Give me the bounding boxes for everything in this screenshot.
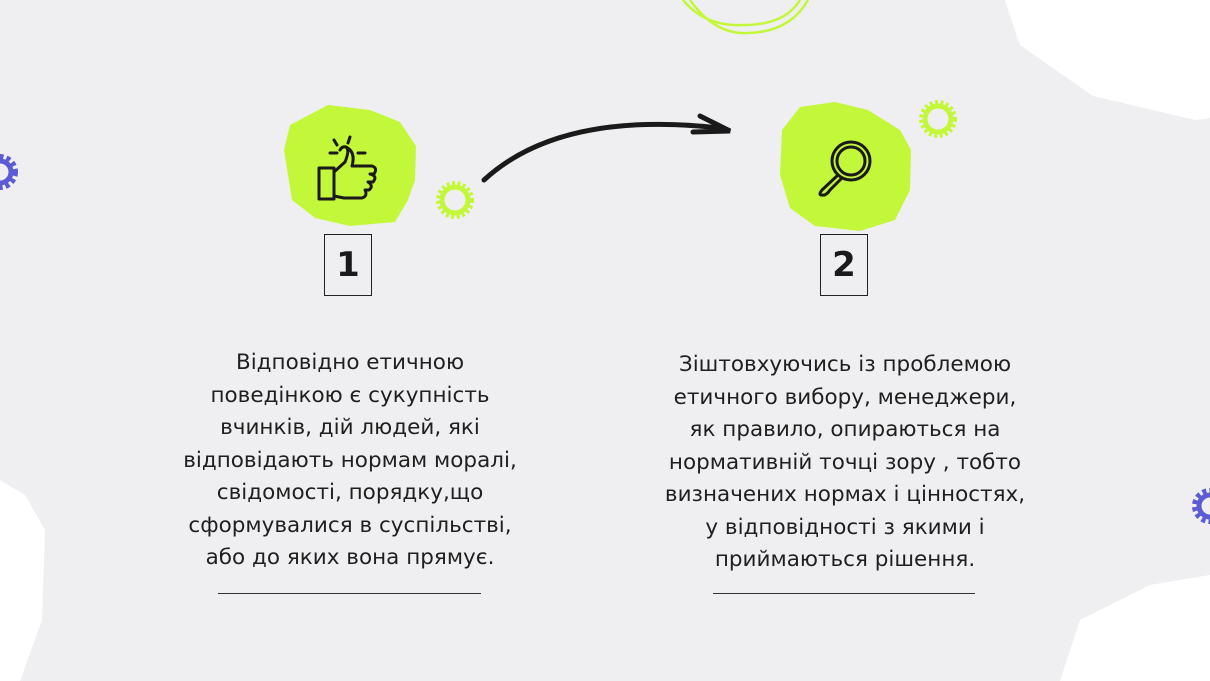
text-line: етичного вибору, менеджери, [673, 384, 1017, 410]
text-line: вчинків, дій людей, які [220, 415, 480, 440]
divider-2 [713, 593, 975, 594]
text-line: Відповідно етичною [235, 350, 465, 375]
divider-1 [218, 593, 481, 594]
gear-icon [1192, 488, 1210, 524]
step-2-description: Зіштовхуючись із проблемою етичного вибо… [635, 349, 1055, 577]
lime-blob-2 [780, 102, 911, 231]
white-blob-bottom-left [0, 480, 45, 681]
white-blob-top-right [1005, 0, 1210, 120]
text-line: визначених нормах і цінностях, [664, 482, 1026, 507]
step-number-2: 2 [820, 234, 868, 296]
gear-icon [0, 154, 18, 190]
step-number-1: 1 [324, 234, 372, 296]
white-blob-bottom-right [1060, 575, 1210, 681]
text-line: сформувалися в суспільстві, [188, 512, 512, 538]
text-line: нормативній точці зору , тобто [668, 449, 1022, 475]
text-line: або до яких вона прямує. [205, 545, 495, 570]
text-line: як правило, опираються на [689, 417, 1001, 442]
magnifier-icon [818, 140, 872, 197]
gear-icon [436, 181, 474, 219]
thumbs-up-icon [317, 135, 378, 201]
text-line: свідомості, порядку,що [216, 480, 484, 505]
text-line: приймаються рішення. [714, 547, 976, 572]
text-line: поведінкою є сукупність [210, 382, 490, 408]
text-line: у відповідності з якими і [705, 514, 985, 540]
text-line: Зіштовхуючись із проблемою [678, 352, 1012, 377]
text-line: відповідають нормам моралі, [183, 447, 517, 473]
step-1-description: Відповідно етичною поведінкою є сукупніс… [140, 347, 560, 575]
lime-blob-1 [284, 105, 416, 226]
gear-icon [919, 100, 957, 138]
arrow-icon [481, 113, 732, 183]
lime-circle-top [682, 0, 810, 35]
